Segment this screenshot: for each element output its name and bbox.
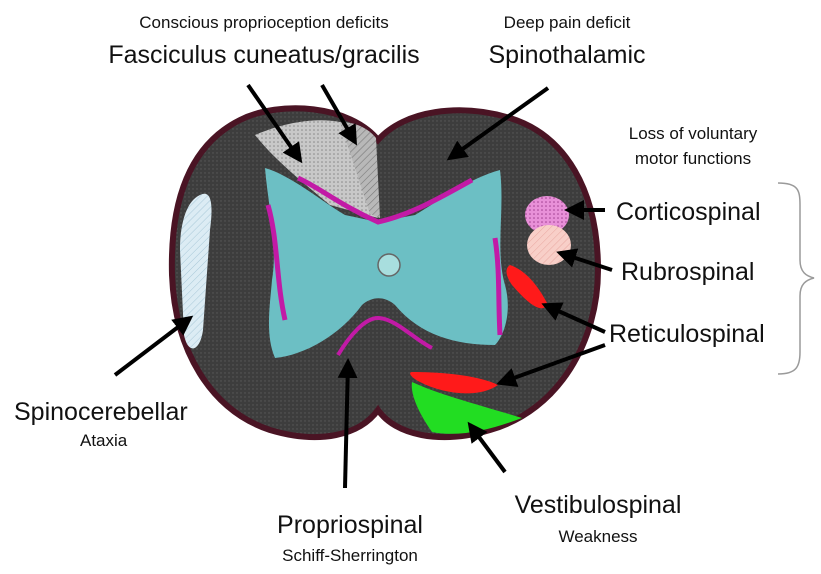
propriospinal-name-label: Propriospinal — [277, 513, 423, 538]
voluntary-motor-label-line2: motor functions — [635, 150, 751, 167]
reticulospinal-label: Reticulospinal — [609, 322, 765, 347]
vestibulospinal-deficit-label: Weakness — [558, 528, 637, 545]
spinocerebellar-deficit-label: Ataxia — [80, 432, 127, 449]
corticospinal-label: Corticospinal — [616, 200, 761, 225]
vestibulospinal-name-label: Vestibulospinal — [515, 493, 682, 518]
spinothalamic-name-label: Spinothalamic — [488, 43, 645, 68]
rubrospinal-tract — [527, 225, 571, 265]
fasciculus-deficit-label: Conscious proprioception deficits — [139, 14, 388, 31]
motor-functions-brace — [778, 183, 814, 374]
voluntary-motor-label-line1: Loss of voluntary — [629, 125, 758, 142]
propriospinal-deficit-label: Schiff-Sherrington — [282, 547, 418, 564]
fasciculus-name-label: Fasciculus cuneatus/gracilis — [108, 43, 419, 68]
spinothalamic-deficit-label: Deep pain deficit — [504, 14, 631, 31]
arrow-spinocerebellar — [115, 318, 190, 375]
rubrospinal-label: Rubrospinal — [621, 260, 754, 285]
spinocerebellar-name-label: Spinocerebellar — [14, 400, 188, 425]
central-canal — [378, 254, 400, 276]
